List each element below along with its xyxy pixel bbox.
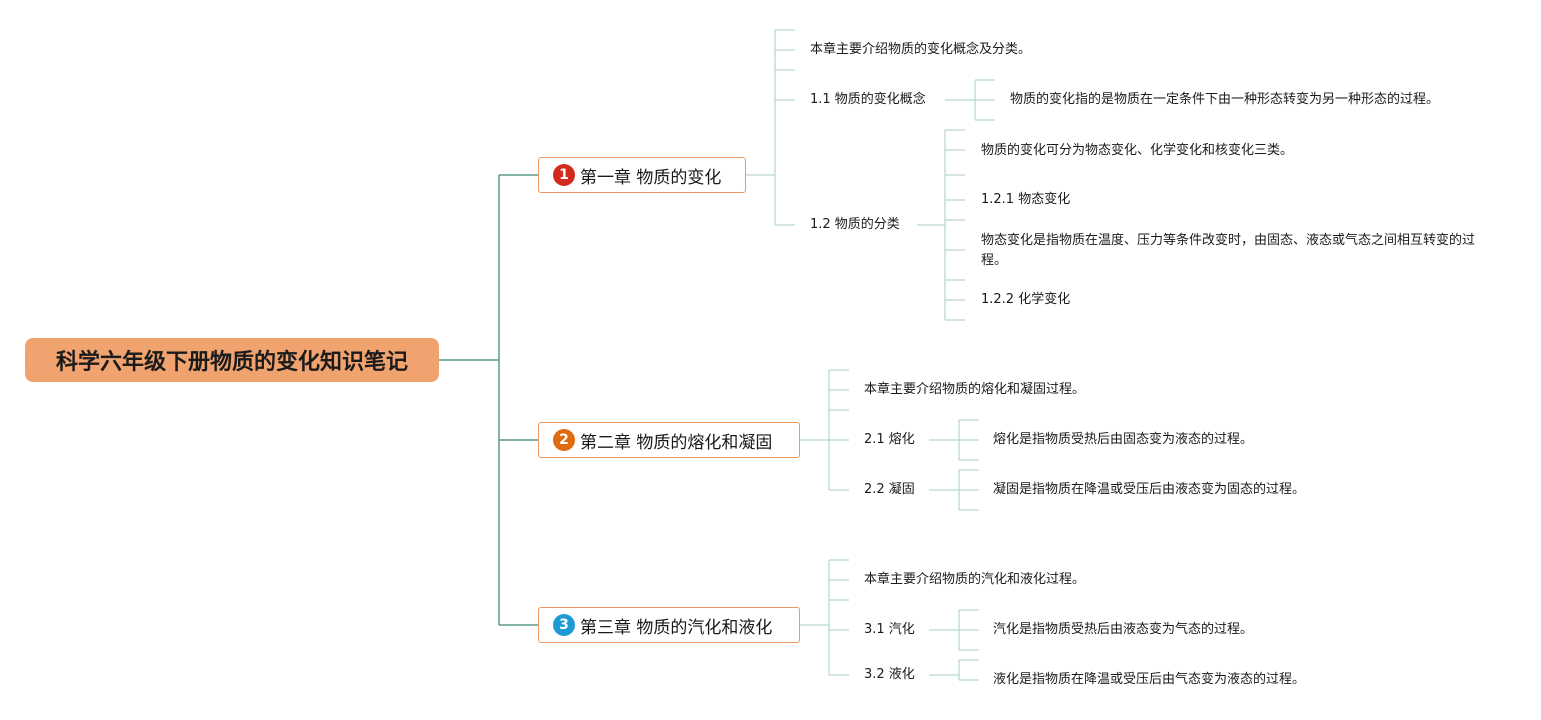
section-3-2[interactable]: 3.2 液化 — [864, 667, 915, 682]
chapter-2-node[interactable]: 2 第二章 物质的熔化和凝固 — [538, 422, 800, 458]
section-3-1-detail[interactable]: 汽化是指物质受热后由液态变为气态的过程。 — [993, 622, 1254, 637]
root-topic[interactable]: 科学六年级下册物质的变化知识笔记 — [25, 338, 439, 382]
section-2-2[interactable]: 2.2 凝固 — [864, 482, 915, 497]
chapter-2-intro[interactable]: 本章主要介绍物质的熔化和凝固过程。 — [864, 382, 1086, 397]
number-badge-icon: 1 — [553, 164, 575, 186]
chapter-title: 第二章 物质的熔化和凝固 — [580, 432, 773, 453]
chapter-1-intro[interactable]: 本章主要介绍物质的变化概念及分类。 — [810, 42, 1032, 57]
chapter-3-intro[interactable]: 本章主要介绍物质的汽化和液化过程。 — [864, 572, 1086, 587]
section-2-1-detail[interactable]: 熔化是指物质受热后由固态变为液态的过程。 — [993, 432, 1254, 447]
root-title: 科学六年级下册物质的变化知识笔记 — [55, 350, 408, 375]
number-badge-icon: 3 — [553, 614, 575, 636]
section-2-1[interactable]: 2.1 熔化 — [864, 432, 915, 447]
section-3-1[interactable]: 3.1 汽化 — [864, 622, 915, 637]
section-1-1-detail[interactable]: 物质的变化指的是物质在一定条件下由一种形态转变为另一种形态的过程。 — [1010, 92, 1440, 107]
subsection-1-2-2[interactable]: 1.2.2 化学变化 — [981, 292, 1071, 307]
chapter-title: 第一章 物质的变化 — [580, 167, 722, 188]
section-3-2-detail[interactable]: 液化是指物质在降温或受压后由气态变为液态的过程。 — [993, 672, 1306, 687]
subsection-1-2-1-detail[interactable]: 物态变化是指物质在温度、压力等条件改变时，由固态、液态或气态之间相互转变的过程。 — [981, 233, 1476, 268]
section-1-1[interactable]: 1.1 物质的变化概念 — [810, 92, 926, 107]
chapter-1-node[interactable]: 1 第一章 物质的变化 — [538, 157, 746, 193]
chapter-3-node[interactable]: 3 第三章 物质的汽化和液化 — [538, 607, 800, 643]
section-2-2-detail[interactable]: 凝固是指物质在降温或受压后由液态变为固态的过程。 — [993, 482, 1306, 497]
number-badge-icon: 2 — [553, 429, 575, 451]
subsection-1-2-1[interactable]: 1.2.1 物态变化 — [981, 192, 1071, 207]
section-1-2-intro[interactable]: 物质的变化可分为物态变化、化学变化和核变化三类。 — [981, 143, 1294, 158]
section-1-2[interactable]: 1.2 物质的分类 — [810, 217, 900, 232]
chapter-title: 第三章 物质的汽化和液化 — [580, 617, 773, 638]
